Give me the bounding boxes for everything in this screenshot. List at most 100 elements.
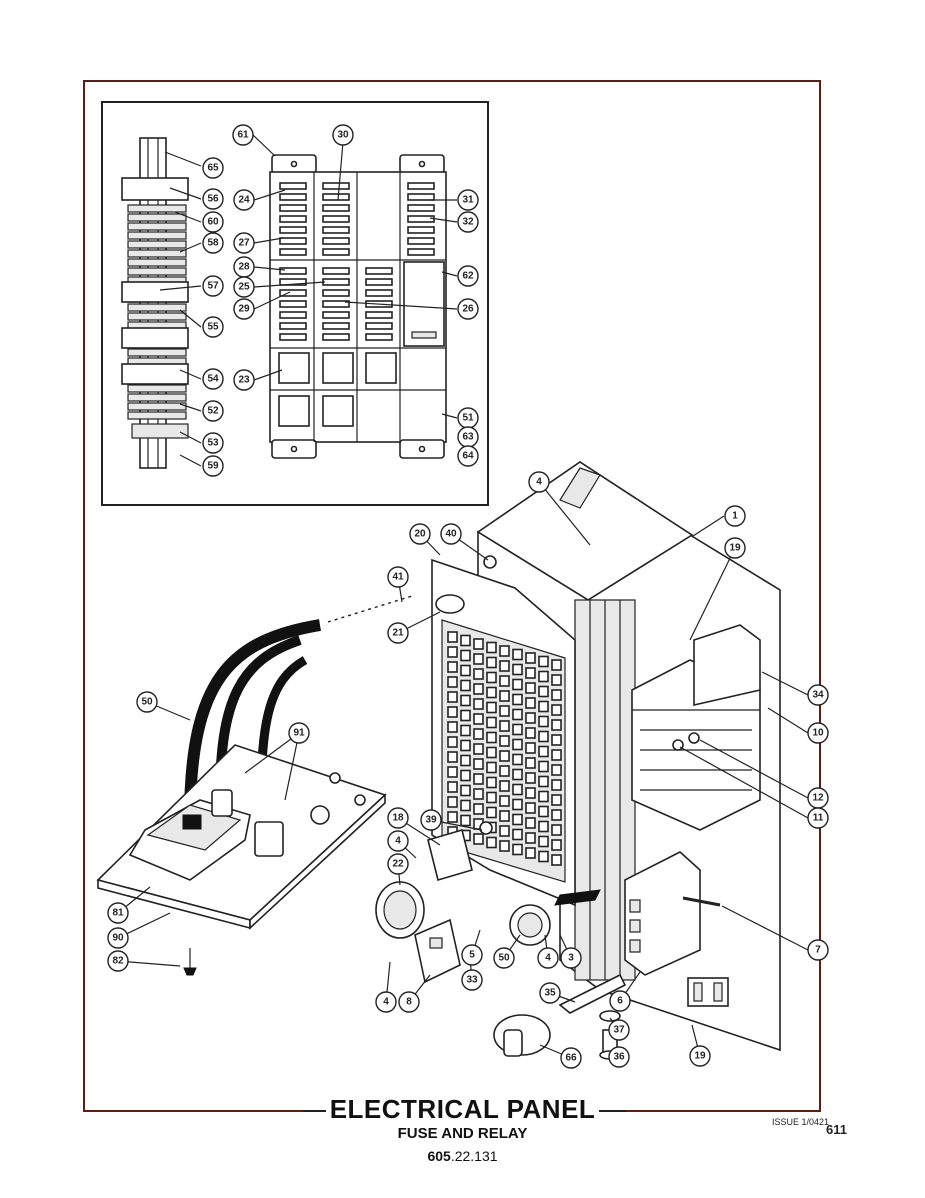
main-callout-1: 1	[724, 505, 746, 527]
svg-text:18: 18	[392, 813, 404, 824]
inset-callout-62: 62	[457, 265, 479, 287]
svg-text:23: 23	[238, 375, 250, 386]
loose-hardware	[375, 594, 729, 1060]
control-module	[631, 624, 761, 831]
part-number: 605.22.131	[0, 1148, 925, 1164]
svg-text:54: 54	[207, 374, 219, 385]
svg-text:1: 1	[732, 511, 738, 522]
main-callout-3: 3	[560, 947, 582, 969]
main-callout-33: 33	[461, 969, 483, 991]
main-callout-8: 8	[398, 991, 420, 1013]
inset-callout-56: 56	[202, 188, 224, 210]
inset-callout-51: 51	[457, 407, 479, 429]
inset-callout-32: 32	[457, 211, 479, 233]
svg-text:63: 63	[462, 432, 474, 443]
svg-text:31: 31	[462, 195, 474, 206]
svg-text:40: 40	[445, 529, 457, 540]
svg-text:24: 24	[238, 195, 250, 206]
svg-text:21: 21	[392, 628, 404, 639]
inset-callout-59: 59	[202, 455, 224, 477]
main-callout-18: 18	[387, 807, 409, 829]
svg-text:22: 22	[392, 859, 404, 870]
part-number-suffix: .22.131	[450, 1148, 498, 1164]
svg-text:55: 55	[207, 322, 219, 333]
din-rail-terminal-strip	[121, 137, 189, 469]
main-callout-39: 39	[420, 809, 442, 831]
inset-callout-29: 29	[233, 298, 255, 320]
inset-callout-65: 65	[202, 157, 224, 179]
main-callout-4: 4	[528, 471, 550, 493]
svg-text:29: 29	[238, 304, 250, 315]
svg-text:66: 66	[565, 1053, 577, 1064]
main-callout-81: 81	[107, 902, 129, 924]
svg-text:19: 19	[729, 543, 741, 554]
svg-text:3: 3	[568, 953, 574, 964]
main-callout-41: 41	[387, 566, 409, 588]
svg-text:81: 81	[112, 908, 124, 919]
main-callout-4: 4	[537, 947, 559, 969]
svg-text:34: 34	[812, 690, 824, 701]
svg-text:19: 19	[694, 1051, 706, 1062]
title-rule-left	[303, 1110, 331, 1112]
svg-text:58: 58	[207, 238, 219, 249]
inset-callout-54: 54	[202, 368, 224, 390]
svg-text:37: 37	[613, 1025, 625, 1036]
main-callout-91: 91	[288, 722, 310, 744]
svg-text:52: 52	[207, 406, 219, 417]
title-rule-right	[598, 1110, 626, 1112]
inset-callout-64: 64	[457, 445, 479, 467]
svg-text:90: 90	[112, 933, 124, 944]
inset-callout-24: 24	[233, 189, 255, 211]
inset-callout-61: 61	[232, 124, 254, 146]
main-callout-36: 36	[608, 1046, 630, 1068]
svg-text:25: 25	[238, 282, 250, 293]
main-callout-6: 6	[609, 990, 631, 1012]
main-callout-22: 22	[387, 853, 409, 875]
svg-text:5: 5	[469, 950, 475, 961]
svg-text:11: 11	[813, 813, 824, 824]
svg-text:62: 62	[462, 271, 474, 282]
svg-text:39: 39	[425, 815, 437, 826]
svg-text:33: 33	[466, 975, 478, 986]
main-callout-19: 19	[724, 537, 746, 559]
svg-text:50: 50	[498, 953, 510, 964]
svg-text:53: 53	[207, 438, 219, 449]
main-callout-21: 21	[387, 622, 409, 644]
inset-callout-52: 52	[202, 400, 224, 422]
svg-text:4: 4	[395, 836, 401, 847]
inset-callout-28: 28	[233, 256, 255, 278]
main-callout-82: 82	[107, 950, 129, 972]
main-callout-19: 19	[689, 1045, 711, 1067]
svg-text:4: 4	[545, 953, 551, 964]
svg-text:28: 28	[238, 262, 250, 273]
main-callout-90: 90	[107, 927, 129, 949]
svg-text:27: 27	[238, 238, 250, 249]
svg-text:41: 41	[392, 572, 404, 583]
svg-text:35: 35	[544, 988, 556, 999]
svg-text:30: 30	[337, 130, 349, 141]
main-callout-10: 10	[807, 722, 829, 744]
mounting-plate	[96, 744, 387, 976]
issue-label: ISSUE 1/0421	[772, 1117, 830, 1127]
svg-text:64: 64	[462, 451, 474, 462]
svg-text:60: 60	[207, 217, 219, 228]
svg-text:32: 32	[462, 217, 474, 228]
main-callout-37: 37	[608, 1019, 630, 1041]
relay-module	[624, 851, 701, 976]
main-callout-35: 35	[539, 982, 561, 1004]
svg-text:10: 10	[812, 728, 824, 739]
inset-callout-25: 25	[233, 276, 255, 298]
inset-callout-58: 58	[202, 232, 224, 254]
svg-text:26: 26	[462, 304, 474, 315]
svg-text:82: 82	[112, 956, 124, 967]
inset-callout-60: 60	[202, 211, 224, 233]
main-callout-5: 5	[461, 944, 483, 966]
svg-text:12: 12	[812, 793, 824, 804]
svg-text:4: 4	[383, 997, 389, 1008]
svg-text:59: 59	[207, 461, 219, 472]
svg-text:56: 56	[207, 194, 219, 205]
page-number: 611	[826, 1122, 847, 1137]
inset-callout-27: 27	[233, 232, 255, 254]
main-callout-11: 11	[807, 807, 829, 829]
